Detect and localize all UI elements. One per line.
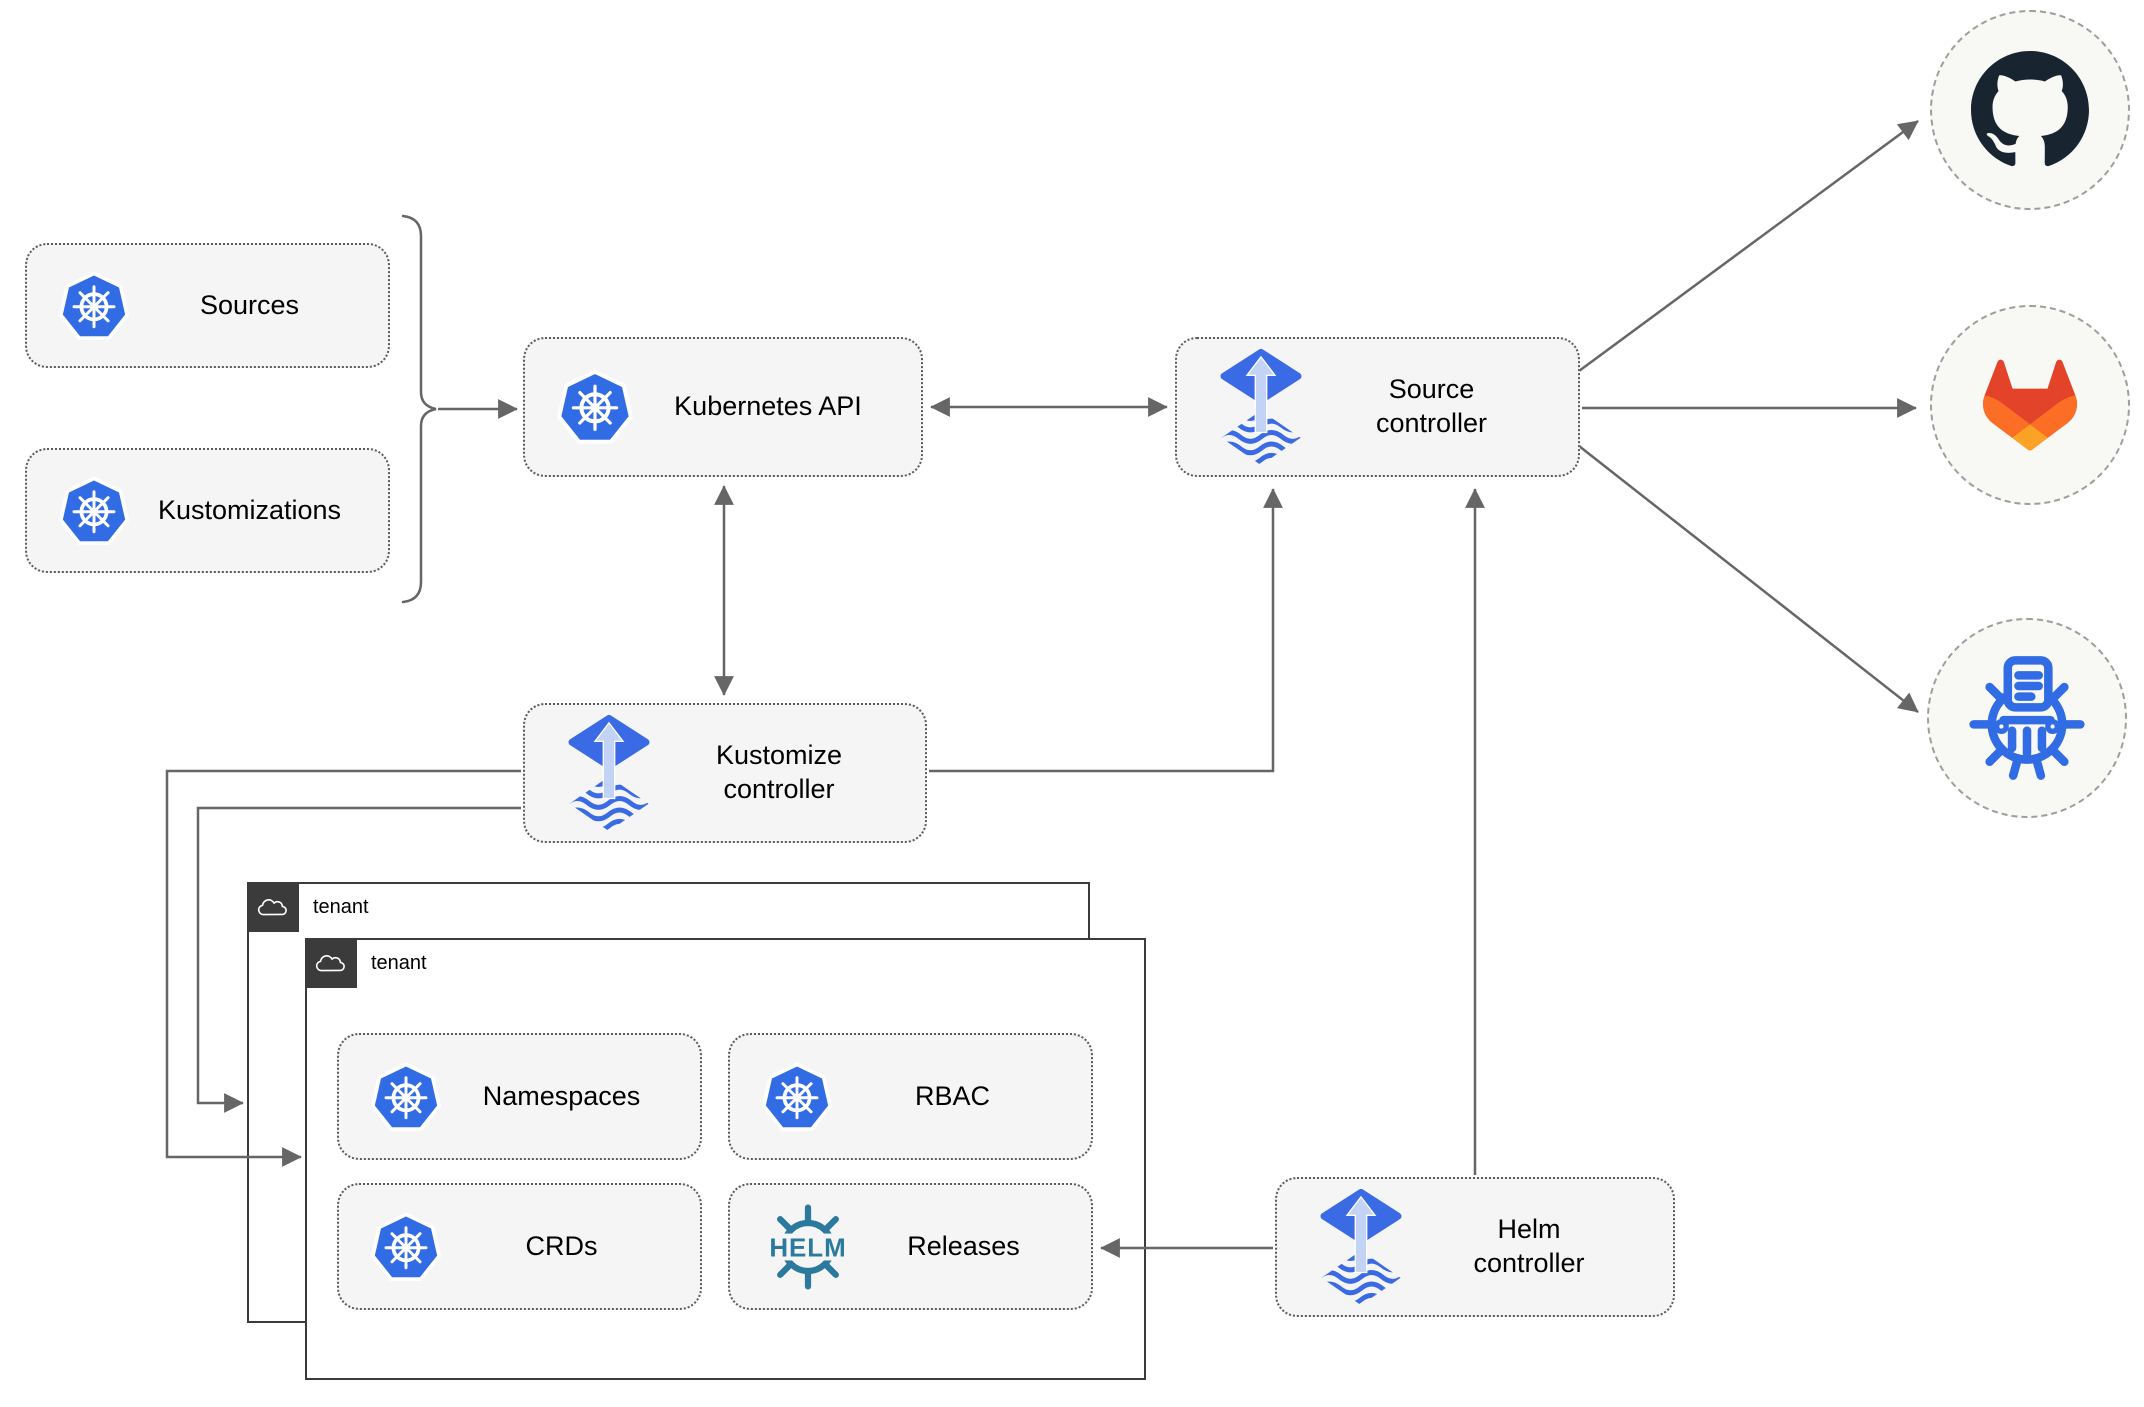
kubernetes-icon — [57, 474, 131, 548]
gitlab-icon — [1937, 312, 2123, 498]
tenant-tab — [247, 882, 299, 932]
node-label: Namespaces — [482, 1080, 641, 1111]
tenant-group-label: tenant — [313, 896, 369, 918]
tenant-group-label: tenant — [371, 952, 427, 974]
kubernetes-icon — [555, 367, 635, 447]
edge-source-controller-to-github — [1578, 119, 1919, 373]
node-helm-controller: Helm controller — [1275, 1177, 1675, 1317]
flux-icon — [565, 713, 653, 833]
endpoint-gitlab — [1930, 305, 2130, 505]
node-rbac: RBAC — [728, 1033, 1093, 1160]
flux-icon — [1317, 1187, 1405, 1307]
node-kubernetes-api: Kubernetes API — [523, 337, 923, 477]
node-namespaces: Namespaces — [337, 1033, 702, 1160]
cloud-icon — [313, 951, 349, 975]
github-icon — [1971, 51, 2089, 169]
edge-source-controller-to-kustomize — [1578, 445, 1919, 713]
node-label: Helm controller — [1473, 1214, 1585, 1278]
node-kustomizations: Kustomizations — [25, 448, 390, 573]
node-label: CRDs — [525, 1230, 598, 1261]
edge-kustomize-controller-to-source-controller — [929, 488, 1283, 773]
kustomize-icon — [1963, 654, 2091, 782]
node-kustomize-controller: Kustomize controller — [523, 703, 927, 843]
helm-icon — [760, 1199, 856, 1295]
node-label: RBAC — [914, 1080, 990, 1111]
node-label: Kubernetes API — [674, 391, 862, 422]
kubernetes-icon — [57, 269, 131, 343]
kubernetes-icon — [760, 1060, 834, 1134]
node-crds: CRDs — [337, 1183, 702, 1310]
node-label: Releases — [907, 1230, 1020, 1261]
endpoint-kustomize — [1927, 618, 2127, 818]
kubernetes-icon — [369, 1210, 443, 1284]
node-label: Kustomizations — [157, 494, 342, 525]
kubernetes-icon — [369, 1060, 443, 1134]
node-source-controller: Source controller — [1175, 337, 1580, 477]
node-label: Kustomize controller — [715, 740, 843, 804]
node-sources: Sources — [25, 243, 390, 368]
cloud-icon — [255, 895, 291, 919]
brace-sources-kustomizations — [401, 214, 437, 604]
tenant-tab — [305, 938, 357, 988]
node-label: Source controller — [1375, 374, 1488, 438]
flux-icon — [1217, 347, 1305, 467]
node-label: Sources — [199, 289, 300, 320]
endpoint-github — [1930, 10, 2130, 210]
node-releases: Releases — [728, 1183, 1093, 1310]
